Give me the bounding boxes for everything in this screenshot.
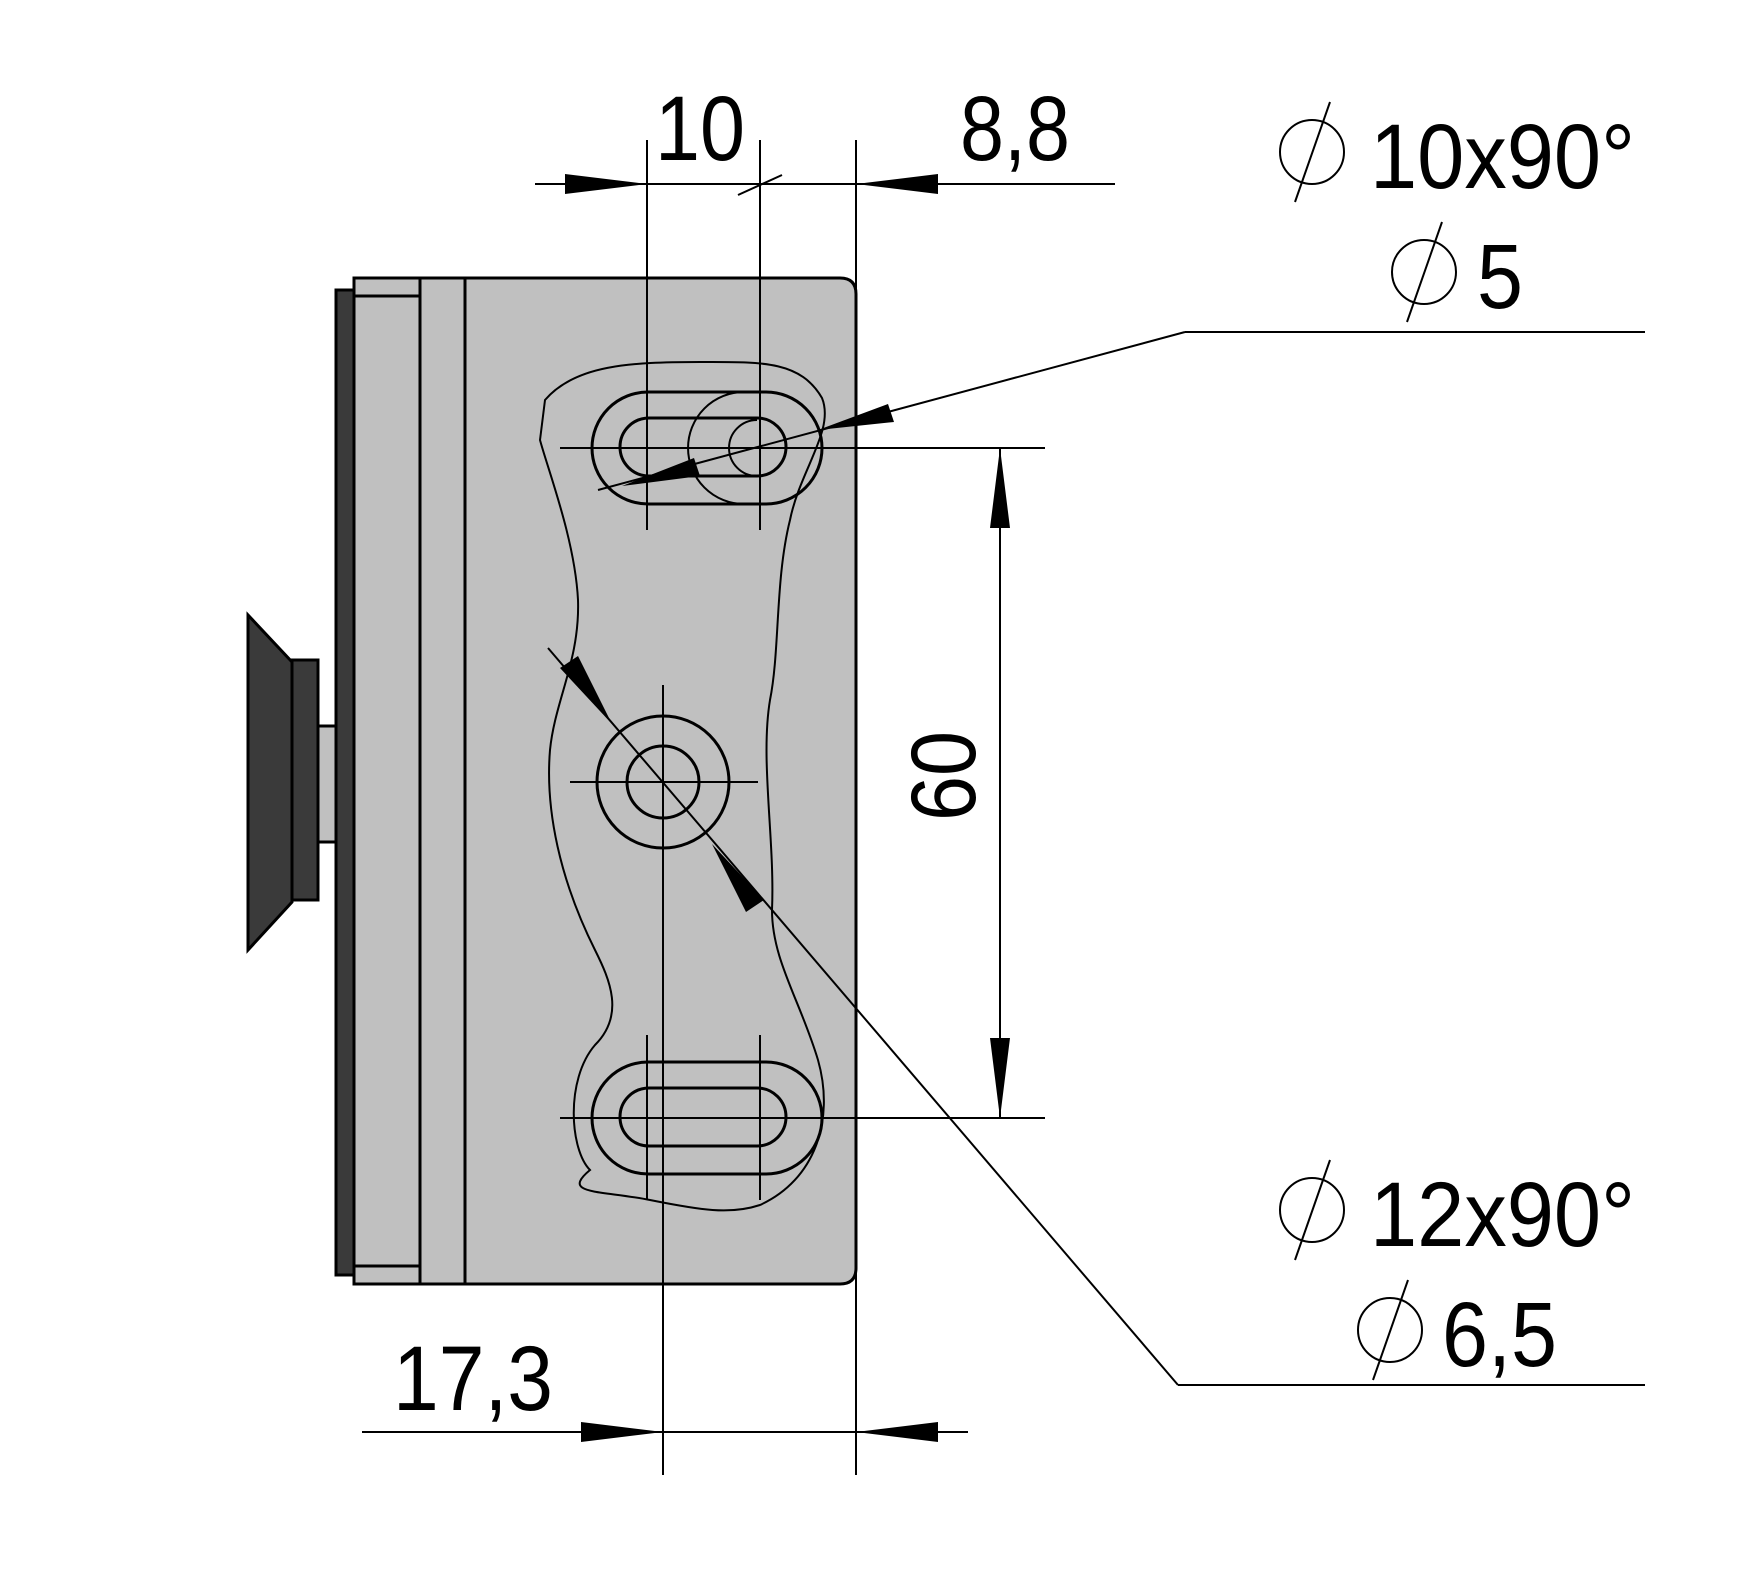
dimension-label-top-right: 8,8 [960, 78, 1070, 180]
arrowhead [560, 656, 612, 724]
callout-lower-countersink: 12x90° [1370, 1164, 1635, 1266]
arrowhead [856, 174, 938, 194]
top-dimension: 10 8,8 [535, 78, 1115, 1475]
dimension-label-top-left: 10 [655, 78, 745, 180]
suction-cup-bell [246, 611, 294, 954]
dimension-label-bottom: 17,3 [393, 1328, 553, 1430]
callout-upper-countersink: 10x90° [1370, 106, 1635, 208]
suction-cup-stem [316, 724, 338, 844]
arrowhead [990, 448, 1010, 528]
arrowhead [622, 458, 700, 486]
arrowhead [818, 404, 894, 430]
arrowhead [565, 174, 647, 194]
diameter-icon [1279, 101, 1345, 203]
diameter-icon [1357, 1279, 1423, 1381]
tick [737, 174, 783, 196]
diameter-icon [1391, 221, 1457, 323]
centerlines [560, 140, 1045, 1475]
arrowhead [856, 1422, 938, 1442]
arrowhead [990, 1038, 1010, 1118]
leader-line [547, 647, 1179, 1386]
vertical-dimension: 60 [893, 448, 1010, 1118]
lower-leader: 12x90° 6,5 [547, 647, 1645, 1386]
upper-leader: 10x90° 5 [597, 101, 1645, 491]
suction-cup [246, 611, 338, 954]
arrowhead [712, 844, 764, 912]
callout-upper-hole: 5 [1477, 226, 1523, 328]
arrowhead [581, 1422, 663, 1442]
diameter-icon [1279, 1159, 1345, 1261]
bottom-dimension: 17,3 [362, 1328, 968, 1442]
dimension-label-vertical: 60 [893, 731, 995, 821]
suction-cup-collar [290, 658, 320, 902]
callout-lower-hole: 6,5 [1442, 1284, 1557, 1386]
